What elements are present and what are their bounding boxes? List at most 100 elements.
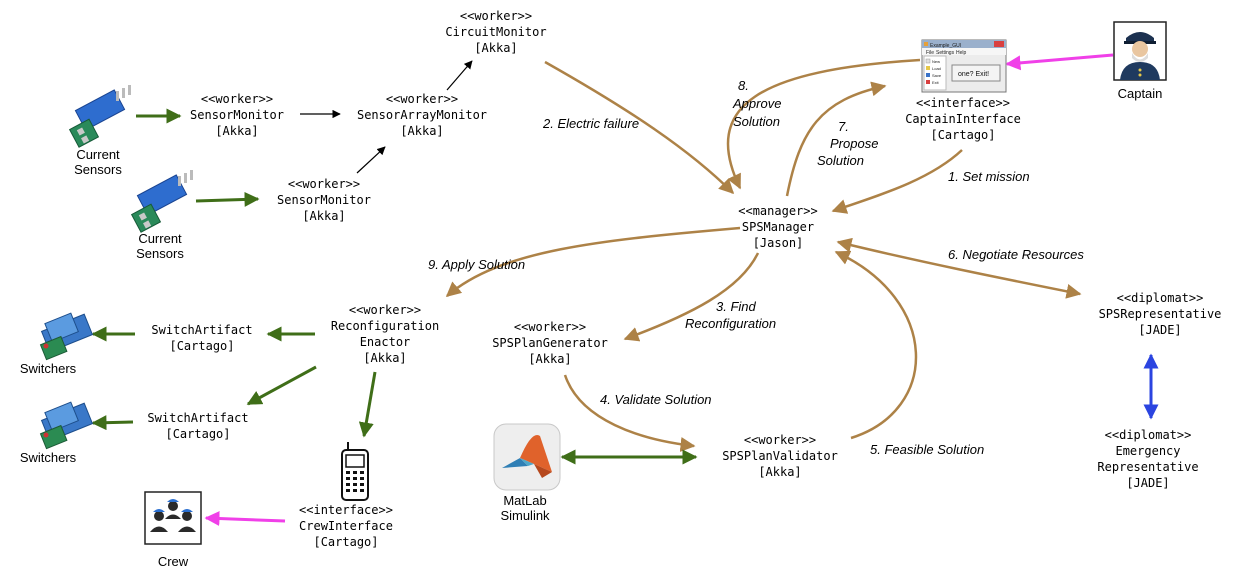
sensor-monitor-2-stereotype: <<worker>> — [288, 177, 360, 191]
sps-representative-name: SPSRepresentative — [1099, 307, 1222, 321]
sps-plan-generator-name: SPSPlanGenerator — [492, 336, 608, 350]
arrow-captain-to-interface — [1005, 53, 1114, 71]
label-find-reconfiguration-1: 3. Find — [716, 299, 757, 314]
arrow-enactor-to-switch-artifact-2 — [246, 365, 317, 406]
window-dialog-text: one? Exit! — [958, 71, 989, 78]
relay-switch-icon — [39, 312, 93, 361]
crew-group-icon — [144, 491, 202, 545]
sps-plan-validator-stereotype: <<worker>> — [744, 433, 816, 447]
label-approve-1: 8. — [738, 78, 749, 93]
label-apply-solution: 9. Apply Solution — [428, 257, 525, 272]
circuit-monitor-stereotype: <<worker>> — [460, 9, 532, 23]
sps-manager-name: SPSManager — [742, 220, 814, 234]
window-title: Example_GUI — [930, 43, 961, 49]
sensor-monitor-2-tech: [Akka] — [302, 209, 345, 223]
sensor-monitor-1-stereotype: <<worker>> — [201, 92, 273, 106]
circuit-monitor-tech: [Akka] — [474, 41, 517, 55]
arrow-apply-solution — [445, 226, 741, 297]
switch-artifact-1-name: SwitchArtifact — [151, 323, 252, 337]
arrow-electric-failure — [544, 60, 735, 195]
window-menu-help: Help — [956, 50, 967, 56]
reconfiguration-enactor-name2: Enactor — [360, 335, 411, 349]
sensor-array-monitor-stereotype: <<worker>> — [386, 92, 458, 106]
arrow-propose-solution — [785, 81, 887, 197]
current-sensor-icon — [69, 84, 132, 148]
arrow-feasible-solution — [834, 250, 918, 440]
sensor-monitor-2-name: SensorMonitor — [277, 193, 371, 207]
label-find-reconfiguration-2: Reconfiguration — [685, 316, 776, 331]
sensor-monitor-1-name: SensorMonitor — [190, 108, 284, 122]
arrow-enactor-to-crew-phone — [358, 371, 377, 438]
arrow-artifact2-to-switchers-2 — [91, 415, 134, 431]
captain-gui-window-icon: Example_GUI File Settings Help New Load … — [921, 39, 1007, 93]
arrow-sensors-to-monitor-2 — [195, 191, 260, 207]
emergency-representative-name1: Emergency — [1115, 444, 1180, 458]
arrow-crewinterface-to-crew — [204, 511, 286, 527]
sps-manager-tech: [Jason] — [753, 236, 804, 250]
matlab-logo-icon — [493, 423, 561, 491]
current-sensors-1-label-line2: Sensors — [74, 162, 122, 177]
sps-plan-generator-tech: [Akka] — [528, 352, 571, 366]
label-set-mission: 1. Set mission — [948, 169, 1030, 184]
captain-label: Captain — [1118, 86, 1163, 101]
sensor-monitor-1-tech: [Akka] — [215, 124, 258, 138]
switch-artifact-2-tech: [Cartago] — [165, 427, 230, 441]
arrow-approve-solution — [726, 58, 921, 190]
captain-interface-name: CaptainInterface — [905, 112, 1021, 126]
window-item-exit: Exit — [932, 80, 940, 85]
captain-interface-stereotype: <<interface>> — [916, 96, 1010, 110]
emergency-representative-name2: Representative — [1097, 460, 1198, 474]
window-item-save: Save — [932, 73, 942, 78]
window-menu-settings: Settings — [936, 50, 955, 56]
current-sensors-2-label-line1: Current — [138, 231, 182, 246]
circuit-monitor-name: CircuitMonitor — [445, 25, 546, 39]
sensor-array-monitor-name: SensorArrayMonitor — [357, 108, 487, 122]
sps-manager-stereotype: <<manager>> — [738, 204, 817, 218]
sps-representative-tech: [JADE] — [1138, 323, 1181, 337]
reconfiguration-enactor-name1: Reconfiguration — [331, 319, 439, 333]
mobile-phone-icon — [341, 442, 369, 501]
reconfiguration-enactor-stereotype: <<worker>> — [349, 303, 421, 317]
sps-representative-stereotype: <<diplomat>> — [1117, 291, 1204, 305]
captain-avatar-icon — [1113, 21, 1167, 81]
label-propose-2: Propose — [830, 136, 878, 151]
sps-plan-validator-tech: [Akka] — [758, 465, 801, 479]
sps-plan-validator-name: SPSPlanValidator — [722, 449, 838, 463]
emergency-representative-stereotype: <<diplomat>> — [1105, 428, 1192, 442]
label-electric-failure: 2. Electric failure — [542, 116, 639, 131]
label-propose-3: Solution — [817, 153, 864, 168]
captain-interface-tech: [Cartago] — [930, 128, 995, 142]
label-propose-1: 7. — [838, 119, 849, 134]
label-approve-3: Solution — [733, 114, 780, 129]
arrow-monitor2-to-array — [356, 146, 386, 174]
window-item-load: Load — [932, 66, 941, 71]
label-approve-2: Approve — [732, 96, 781, 111]
relay-switch-icon — [39, 401, 93, 450]
window-item-new: New — [932, 59, 940, 64]
current-sensor-icon — [131, 169, 194, 233]
matlab-label-line2: Simulink — [500, 508, 550, 523]
arrow-validate-solution — [563, 374, 696, 452]
current-sensors-1-label-line1: Current — [76, 147, 120, 162]
crew-interface-name: CrewInterface — [299, 519, 393, 533]
sps-plan-generator-stereotype: <<worker>> — [514, 320, 586, 334]
current-sensors-2-label-line2: Sensors — [136, 246, 184, 261]
arrow-find-reconfiguration — [623, 252, 760, 342]
sensor-array-monitor-tech: [Akka] — [400, 124, 443, 138]
label-feasible-solution: 5. Feasible Solution — [870, 442, 984, 457]
switch-artifact-2-name: SwitchArtifact — [147, 411, 248, 425]
emergency-representative-tech: [JADE] — [1126, 476, 1169, 490]
label-validate-solution: 4. Validate Solution — [600, 392, 712, 407]
switchers-1-label: Switchers — [20, 361, 77, 376]
label-negotiate-resources: 6. Negotiate Resources — [948, 247, 1084, 262]
arrow-negotiate-resources — [836, 237, 1082, 299]
matlab-label-line1: MatLab — [503, 493, 546, 508]
switchers-2-label: Switchers — [20, 450, 77, 465]
switch-artifact-1-tech: [Cartago] — [169, 339, 234, 353]
crew-interface-stereotype: <<interface>> — [299, 503, 393, 517]
arrow-array-to-circuit — [446, 60, 473, 91]
window-menu-file: File — [926, 50, 934, 56]
arrow-set-mission — [831, 149, 963, 214]
reconfiguration-enactor-tech: [Akka] — [363, 351, 406, 365]
